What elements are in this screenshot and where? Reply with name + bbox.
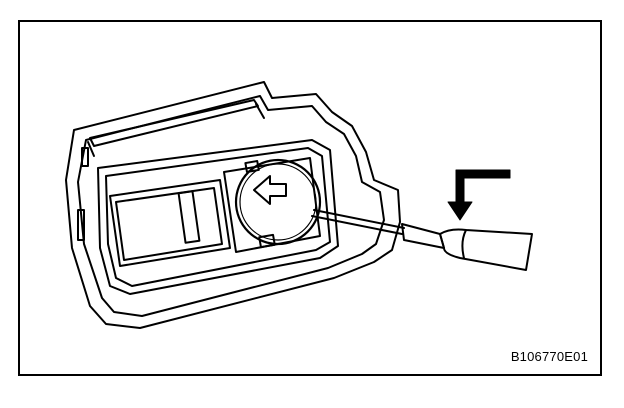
diagram-frame: B106770E01	[18, 20, 602, 376]
case-slot-1	[81, 147, 89, 167]
screwdriver-handle	[439, 228, 533, 271]
push-direction-arrow-icon	[447, 169, 511, 221]
fob-inner-rim	[77, 95, 385, 317]
screwdriver-shaft-edge	[311, 215, 403, 235]
release-arrow-icon	[253, 175, 287, 205]
key-fob-battery-removal-illustration	[65, 81, 533, 329]
case-slot-2	[77, 209, 85, 241]
figure-code-label: B106770E01	[510, 349, 588, 364]
inner-body	[97, 139, 339, 295]
inner-body-rim	[105, 147, 331, 287]
coin-battery-edge	[239, 163, 317, 241]
screwdriver-handle-band	[461, 229, 467, 259]
fob-top-rail	[89, 99, 259, 147]
circuit-board	[109, 179, 231, 267]
screwdriver-shaft	[313, 209, 405, 229]
battery-holder	[223, 157, 321, 253]
coin-battery	[234, 158, 322, 246]
rail-notch-left	[87, 141, 95, 157]
board-chip	[177, 190, 201, 244]
rail-notch-right	[255, 103, 265, 119]
fob-outer-case	[65, 81, 401, 329]
screwdriver-ferrule	[401, 223, 445, 249]
circuit-board-inner	[115, 187, 223, 261]
